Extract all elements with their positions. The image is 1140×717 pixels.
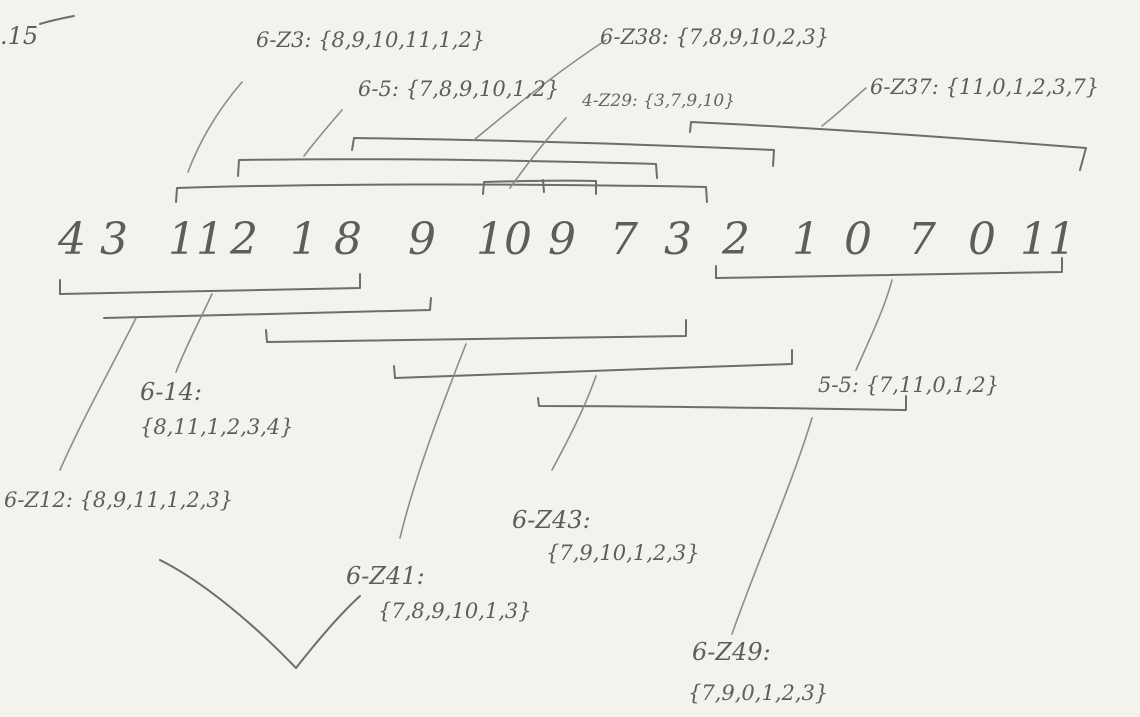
bracket-6-5 <box>237 158 658 179</box>
label-6-z38: 6-Z38: {7,8,9,10,2,3} <box>600 25 829 49</box>
line-6-z41 <box>399 343 467 539</box>
seq-note-16: 0 <box>968 214 996 265</box>
seq-note-13: 1 <box>792 214 820 265</box>
label-6-z43-set: {7,9,10,1,2,3} <box>546 541 700 565</box>
upper-connectors <box>187 39 867 189</box>
bracket-6-z43 <box>393 349 793 379</box>
line-6-z49 <box>731 417 813 635</box>
seq-note-5: 1 <box>290 214 318 265</box>
label-6-z3: 6-Z3: {8,9,10,11,1,2} <box>256 28 485 52</box>
seq-note-8: 10 <box>476 214 532 265</box>
seq-note-2: 3 <box>100 214 128 265</box>
seq-note-10: 7 <box>610 214 638 265</box>
bracket-4-z29 <box>482 179 597 195</box>
bracket-6-z49 <box>537 395 907 411</box>
seq-note-14: 0 <box>844 214 872 265</box>
label-6-5: 6-5: {7,8,9,10,1,2} <box>358 77 559 101</box>
bracket-6-14 <box>103 297 432 319</box>
line-5-5 <box>855 279 893 371</box>
seq-note-11: 3 <box>664 214 692 265</box>
label-5-5: 5-5: {7,11,0,1,2} <box>818 373 999 397</box>
line-6-z43 <box>551 375 597 471</box>
bracket-6-z3 <box>175 183 708 203</box>
seq-note-4: 2 <box>229 214 258 265</box>
line-6-z38 <box>473 39 607 141</box>
label-6-z12: 6-Z12: {8,9,11,1,2,3} <box>4 488 233 512</box>
bracket-6-z12 <box>59 273 361 295</box>
line-6-z37 <box>821 87 867 127</box>
seq-note-3: 11 <box>168 214 224 265</box>
checkmark-stroke <box>159 559 361 669</box>
seq-note-12: 2 <box>721 214 750 265</box>
bracket-6-z41 <box>265 319 687 343</box>
seq-note-7: 9 <box>408 214 436 265</box>
seq-note-15: 7 <box>908 214 936 265</box>
label-6-z37: 6-Z37: {11,0,1,2,3,7} <box>870 75 1099 99</box>
seq-note-1: 4 <box>57 214 86 265</box>
lower-brackets <box>59 257 1063 411</box>
label-6-14-set: {8,11,1,2,3,4} <box>140 415 294 439</box>
label-6-z41-set: {7,8,9,10,1,3} <box>378 599 532 623</box>
line-4-z29 <box>509 117 567 189</box>
line-6-z12 <box>59 317 137 471</box>
corner-mark: .15 <box>0 22 38 50</box>
bracket-6-z38 <box>351 137 775 167</box>
label-6-z43-name: 6-Z43: <box>512 506 591 534</box>
bracket-5-5 <box>715 257 1063 279</box>
label-6-z41-name: 6-Z41: <box>346 562 425 590</box>
pitch-sequence: 4 3 11 2 1 8 9 10 9 7 3 2 1 0 7 0 11 <box>57 214 1076 265</box>
lower-connectors <box>59 279 893 635</box>
label-6-z49-set: {7,9,0,1,2,3} <box>688 681 828 705</box>
line-6-5 <box>303 109 343 157</box>
seq-note-6: 8 <box>334 214 362 265</box>
bracket-4-z29-tick <box>542 179 545 193</box>
bracket-6-z37 <box>689 121 1087 171</box>
seq-note-9: 9 <box>548 214 576 265</box>
corner-stroke <box>39 15 75 25</box>
line-6-14 <box>175 293 213 373</box>
upper-brackets <box>175 121 1087 203</box>
label-6-14-name: 6-14: <box>140 378 202 406</box>
line-6-z3 <box>187 81 243 173</box>
label-6-z49-name: 6-Z49: <box>692 638 771 666</box>
label-4-z29: 4-Z29: {3,7,9,10} <box>581 91 735 111</box>
seq-note-17: 11 <box>1020 214 1076 265</box>
